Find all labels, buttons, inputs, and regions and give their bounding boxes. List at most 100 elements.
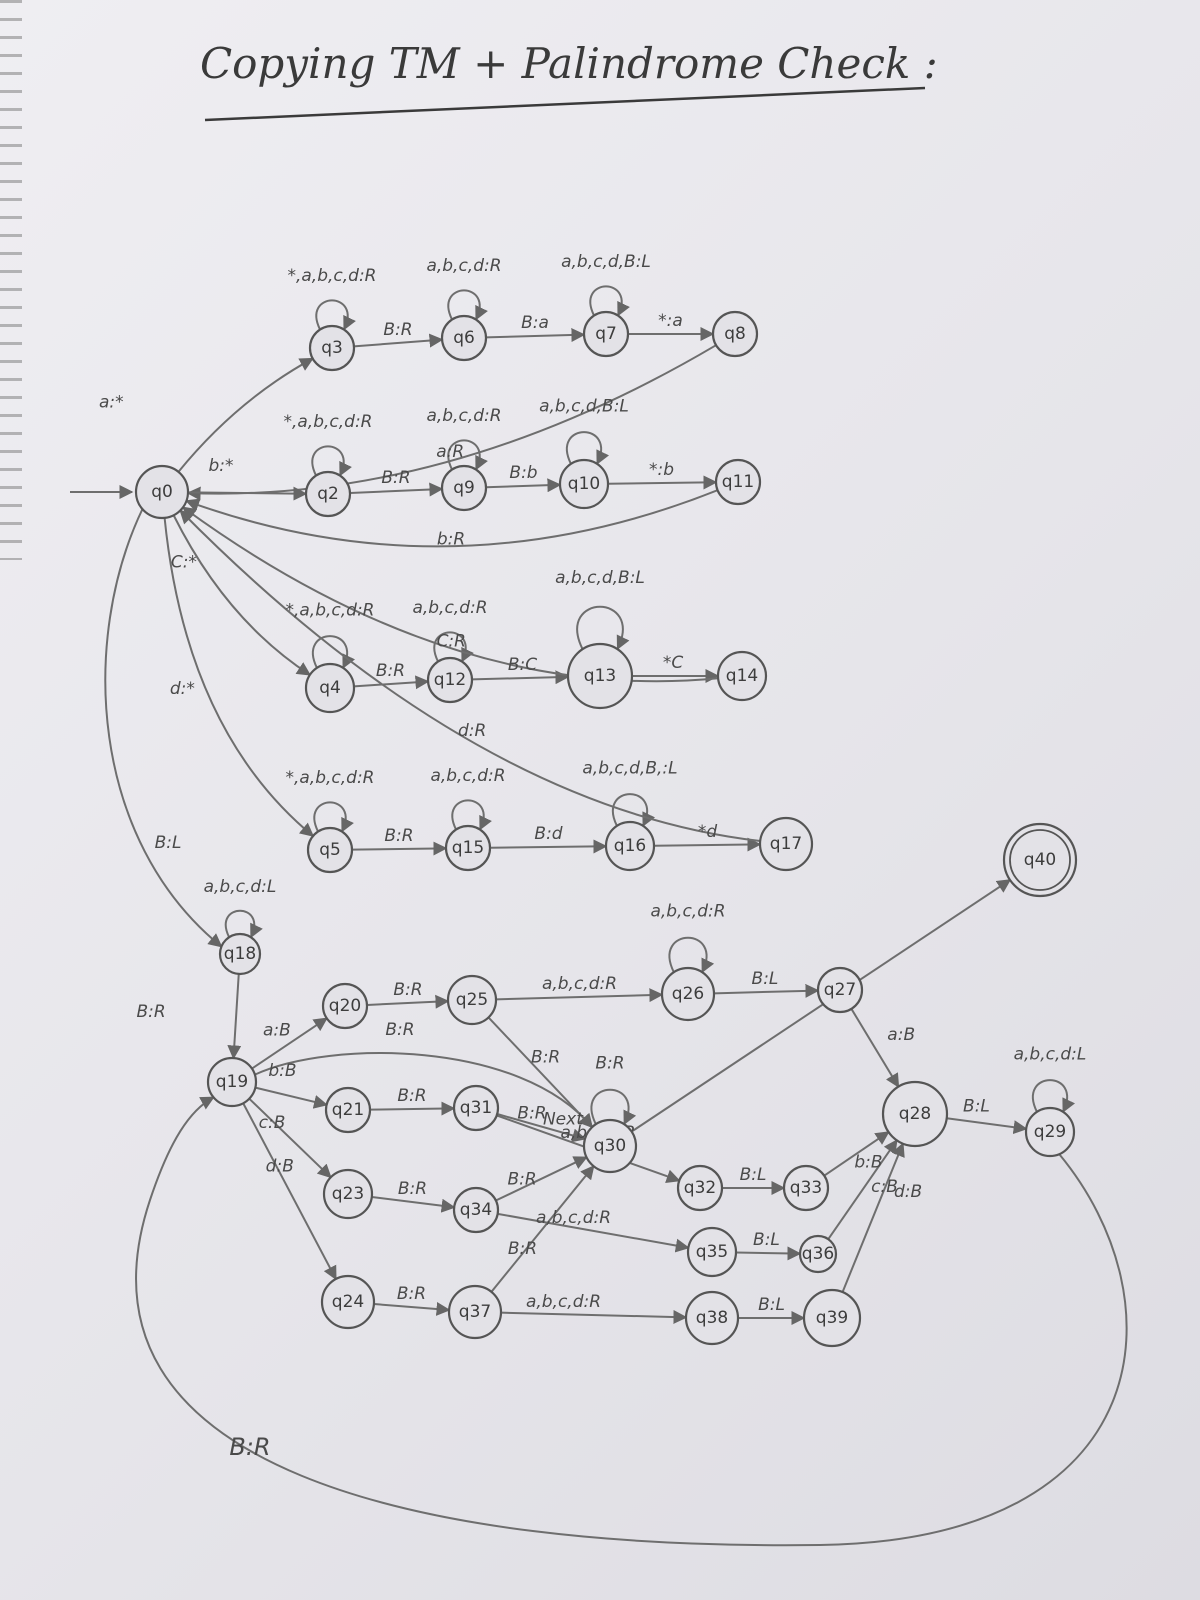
state-q11: q11 xyxy=(714,458,762,506)
state-label-q14: q14 xyxy=(726,666,758,686)
transition-edge-q23-q34 xyxy=(371,1195,456,1213)
state-label-q0: q0 xyxy=(151,482,173,502)
state-label-q37: q37 xyxy=(459,1302,491,1322)
transition-edge-q33-q28 xyxy=(823,1131,890,1177)
transition-edge-q26-q26 xyxy=(668,936,715,974)
state-q20: q20 xyxy=(321,982,369,1030)
transition-label-q26-q26: a,b,c,d:R xyxy=(650,901,725,921)
state-label-q10: q10 xyxy=(568,474,600,494)
transition-edge-q6-q7 xyxy=(485,327,586,342)
transition-label-q25-q26: a,b,c,d:R xyxy=(542,974,617,994)
state-label-q11: q11 xyxy=(722,472,754,492)
state-q32: q32 xyxy=(676,1164,724,1212)
transition-label-q7-q8: *:a xyxy=(658,311,683,331)
state-label-q13: q13 xyxy=(584,666,616,686)
state-label-q35: q35 xyxy=(696,1242,728,1262)
transition-label-q38-q39: B:L xyxy=(758,1295,785,1315)
transition-label-q12-q12: a,b,c,d:R xyxy=(412,598,487,618)
transition-label-q29-q19: B:R xyxy=(229,1433,270,1461)
transition-label-q0-q3: a:* xyxy=(99,393,124,413)
state-label-q6: q6 xyxy=(453,328,475,348)
transition-edge-q24-q37 xyxy=(373,1301,451,1316)
transition-label-q34-q30: B:R xyxy=(507,1169,536,1189)
transition-edge-q6-q6 xyxy=(447,289,488,321)
transition-label-q13-q14: *C xyxy=(663,653,684,673)
transition-label-q2-q2: *,a,b,c,d:R xyxy=(283,412,372,432)
transition-label-q37-q38: a,b,c,d:R xyxy=(526,1292,601,1312)
state-q38: q38 xyxy=(684,1290,740,1346)
state-label-q18: q18 xyxy=(224,944,256,964)
transition-label-q10-q11: *:b xyxy=(649,460,674,480)
transition-edge-q10-q10 xyxy=(565,431,609,465)
transition-edge-q19-q20 xyxy=(251,1017,328,1070)
transition-label-q0-q5: d:* xyxy=(170,679,195,699)
transition-edge-q12-q13 xyxy=(471,670,570,685)
transition-label-q16-q16: a,b,c,d,B,:L xyxy=(582,759,677,779)
state-label-q30: q30 xyxy=(594,1136,626,1156)
transition-edge-q27-q28 xyxy=(850,1008,900,1088)
transition-label-q23-q34: B:R xyxy=(398,1179,427,1199)
state-label-q4: q4 xyxy=(319,678,341,698)
transition-edge-q34-q35 xyxy=(497,1212,690,1253)
transition-label-q9-q10: B:b xyxy=(509,463,537,483)
transition-edge-q20-q25 xyxy=(366,994,450,1009)
state-label-q34: q34 xyxy=(460,1200,492,1220)
transition-label-q3-q3: *,a,b,c,d:R xyxy=(287,266,376,286)
transition-label-q19-q24: d:B xyxy=(266,1157,294,1177)
transition-edge-q25-q30 xyxy=(487,1016,594,1129)
transition-edge-q29-q19 xyxy=(135,1096,1128,1547)
state-label-q26: q26 xyxy=(672,984,704,1004)
title-underline xyxy=(204,86,926,122)
state-label-q17: q17 xyxy=(770,834,802,854)
state-label-q40: q40 xyxy=(1024,850,1056,870)
state-q16: q16 xyxy=(604,820,656,872)
page-title: Copying TM + Palindrome Check : xyxy=(200,39,938,88)
transition-edge-q0-q2 xyxy=(187,486,308,501)
transition-label-q6-q7: B:a xyxy=(521,313,549,333)
state-q26: q26 xyxy=(660,966,716,1022)
state-q3: q3 xyxy=(308,324,356,372)
transition-edge-q2-q9 xyxy=(349,482,444,497)
state-q19: q19 xyxy=(206,1056,258,1108)
transition-label-q19-q30: B:R xyxy=(385,1020,414,1040)
state-q17: q17 xyxy=(758,816,814,872)
state-q30: q30 xyxy=(582,1118,638,1174)
state-label-q31: q31 xyxy=(460,1098,492,1118)
transition-label-q25-q30: B:R xyxy=(531,1048,560,1068)
transition-label-q10-q10: a,b,c,d,B:L xyxy=(539,397,629,417)
transition-edge-q0-q4 xyxy=(172,514,312,676)
transition-edge-q19-q21 xyxy=(255,1086,328,1109)
state-label-q23: q23 xyxy=(332,1184,364,1204)
transition-edge-q34-q30 xyxy=(495,1156,588,1202)
state-q35: q35 xyxy=(686,1226,738,1278)
state-q2: q2 xyxy=(304,470,352,518)
transition-edge-q0-q18 xyxy=(104,508,223,948)
transition-edge-q16-q17 xyxy=(653,837,762,852)
transition-label-q24-q37: B:R xyxy=(397,1284,426,1304)
state-label-q20: q20 xyxy=(329,996,361,1016)
transition-edge-q30-q30 xyxy=(590,1088,637,1126)
transition-edge-q9-q10 xyxy=(485,478,562,493)
transition-label-q29-q29: a,b,c,d:L xyxy=(1014,1045,1087,1065)
transition-label-q19-q21: b:B xyxy=(268,1061,296,1081)
transition-label-q4-q12: B:R xyxy=(376,661,405,681)
transition-edge-q25-q26 xyxy=(495,988,664,1003)
transition-edge-q9-q9 xyxy=(447,439,488,471)
transition-label-q32-q33: B:L xyxy=(740,1165,767,1185)
transition-label-q19-q20: a:B xyxy=(263,1021,291,1041)
transition-label-q31-q30: B:R xyxy=(517,1104,546,1124)
transition-label-q16-q17: *d xyxy=(698,822,718,842)
state-q23: q23 xyxy=(322,1168,374,1220)
transition-label-q4-q4: *,a,b,c,d:R xyxy=(285,601,374,621)
transition-edge-q15-q15 xyxy=(451,799,492,831)
transition-edge-q18-q18 xyxy=(224,909,263,939)
transition-label-q21-q31: B:R xyxy=(397,1086,426,1106)
transition-edge-q3-q3 xyxy=(315,299,356,331)
state-label-q29: q29 xyxy=(1034,1122,1066,1142)
transition-edge-q12-q12 xyxy=(433,631,474,663)
transition-label-q13-q13: a,b,c,d,B:L xyxy=(555,568,645,588)
transition-edge-q37-q30 xyxy=(490,1165,595,1293)
transition-edge-q5-q15 xyxy=(351,841,448,856)
